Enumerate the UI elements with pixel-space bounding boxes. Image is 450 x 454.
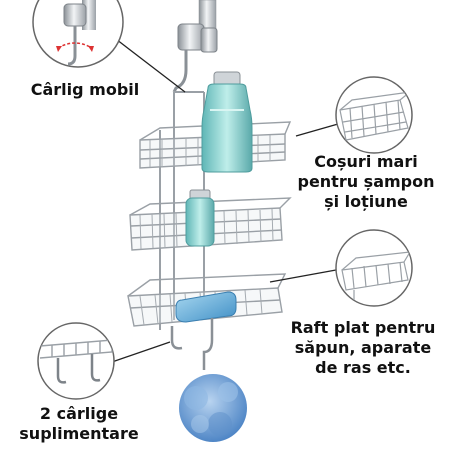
flat-shelf-line-1: Raft plat pentru [290, 318, 436, 337]
hook-detail-circle [32, 0, 124, 68]
shower-rail-icon [177, 0, 218, 53]
flat-shelf-line-3: de ras etc. [315, 358, 411, 377]
large-baskets-line-2: pentru șampon [297, 172, 435, 191]
large-baskets-line-3: și loțiune [324, 192, 408, 211]
flat-shelf-label: Raft plat pentru săpun, aparate de ras e… [280, 318, 446, 378]
hook-icon [172, 50, 188, 93]
large-baskets-label: Coșuri mari pentru șampon și loțiune [286, 152, 446, 212]
shelf-detail-circle [335, 229, 413, 307]
sponge-icon [179, 374, 247, 442]
extra-hooks [170, 318, 214, 370]
callout-lines [111, 35, 339, 363]
soap-bar [175, 291, 237, 323]
flat-shelf-line-2: săpun, aparate [294, 338, 432, 357]
extra-hooks-line-1: 2 cârlige [39, 404, 119, 423]
basket-detail-circle [335, 76, 413, 154]
extra-hooks-line-2: suplimentare [19, 424, 139, 443]
small-bottle [185, 189, 215, 247]
movable-hook-label: Cârlig mobil [20, 80, 150, 100]
extra-hooks-detail-circle [37, 322, 115, 400]
lotion-bottle [201, 71, 253, 173]
movable-hook-text: Cârlig mobil [30, 80, 140, 99]
large-baskets-line-1: Coșuri mari [314, 152, 418, 171]
extra-hooks-label: 2 cârlige suplimentare [4, 404, 154, 444]
